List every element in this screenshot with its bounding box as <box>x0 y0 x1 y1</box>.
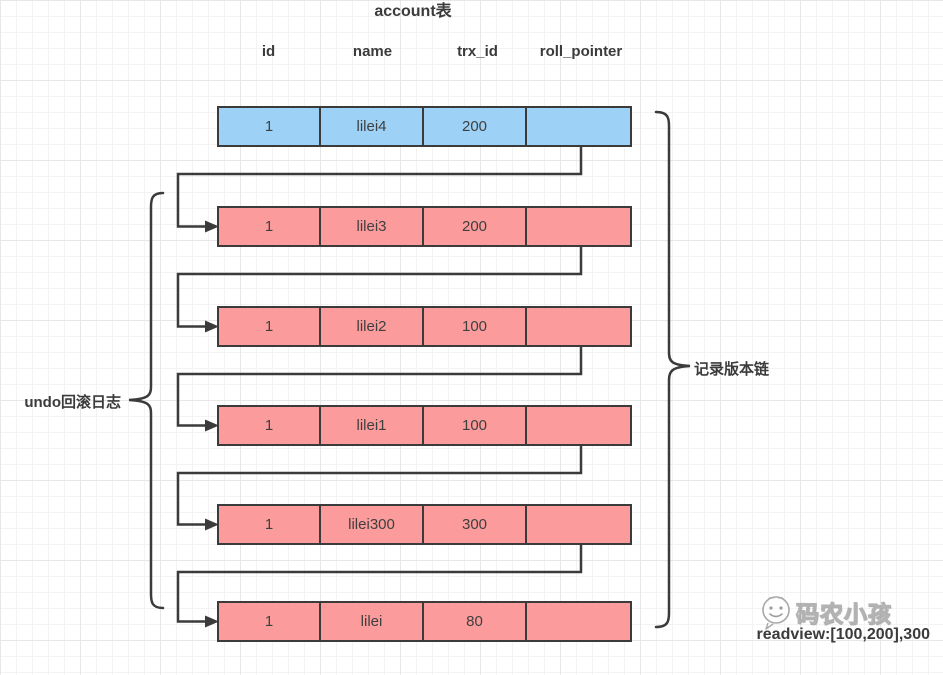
cell-id: 1 <box>264 516 274 533</box>
column-header-roll-pointer: roll_pointer <box>539 43 623 60</box>
cell-trx-id: 100 <box>422 308 525 345</box>
cell-name: lilei2 <box>319 308 422 345</box>
cell-trx-id: 200 <box>422 108 525 145</box>
column-header-name: name <box>352 43 393 60</box>
cell-id: 1 <box>264 417 274 434</box>
cell-trx-id: 200 <box>422 208 525 245</box>
cell-trx-id: 300 <box>422 506 525 543</box>
cell-id: 1 <box>264 613 274 630</box>
cell-name: lilei <box>319 603 422 640</box>
cell-name: lilei3 <box>319 208 422 245</box>
right-brace <box>654 110 691 629</box>
watermark-text: 码农小孩 <box>795 600 892 627</box>
cell-name: lilei1 <box>319 407 422 444</box>
column-header-id: id <box>261 43 276 60</box>
readview-text: readview:[100,200],300 <box>756 626 930 643</box>
cell-roll-pointer <box>525 208 630 245</box>
cell-id: 1 <box>264 118 274 135</box>
cell-roll-pointer <box>525 108 630 145</box>
column-header-trx-id: trx_id <box>457 43 498 60</box>
version-chain-label: 记录版本链 <box>694 361 770 378</box>
undo-log-label: undo回滚日志 <box>24 394 121 411</box>
cell-roll-pointer <box>525 308 630 345</box>
cell-roll-pointer <box>525 506 630 543</box>
cell-roll-pointer <box>525 407 630 444</box>
table-title: account表 <box>374 3 452 20</box>
left-brace <box>128 191 165 610</box>
watermark: 码农小孩 <box>756 592 892 632</box>
smiley-chat-icon <box>762 596 790 630</box>
cell-id: 1 <box>264 218 274 235</box>
cell-name: lilei300 <box>319 506 422 543</box>
cell-name: lilei4 <box>319 108 422 145</box>
cell-trx-id: 80 <box>422 603 525 640</box>
cell-roll-pointer <box>525 603 630 640</box>
cell-id: 1 <box>264 318 274 335</box>
cell-trx-id: 100 <box>422 407 525 444</box>
